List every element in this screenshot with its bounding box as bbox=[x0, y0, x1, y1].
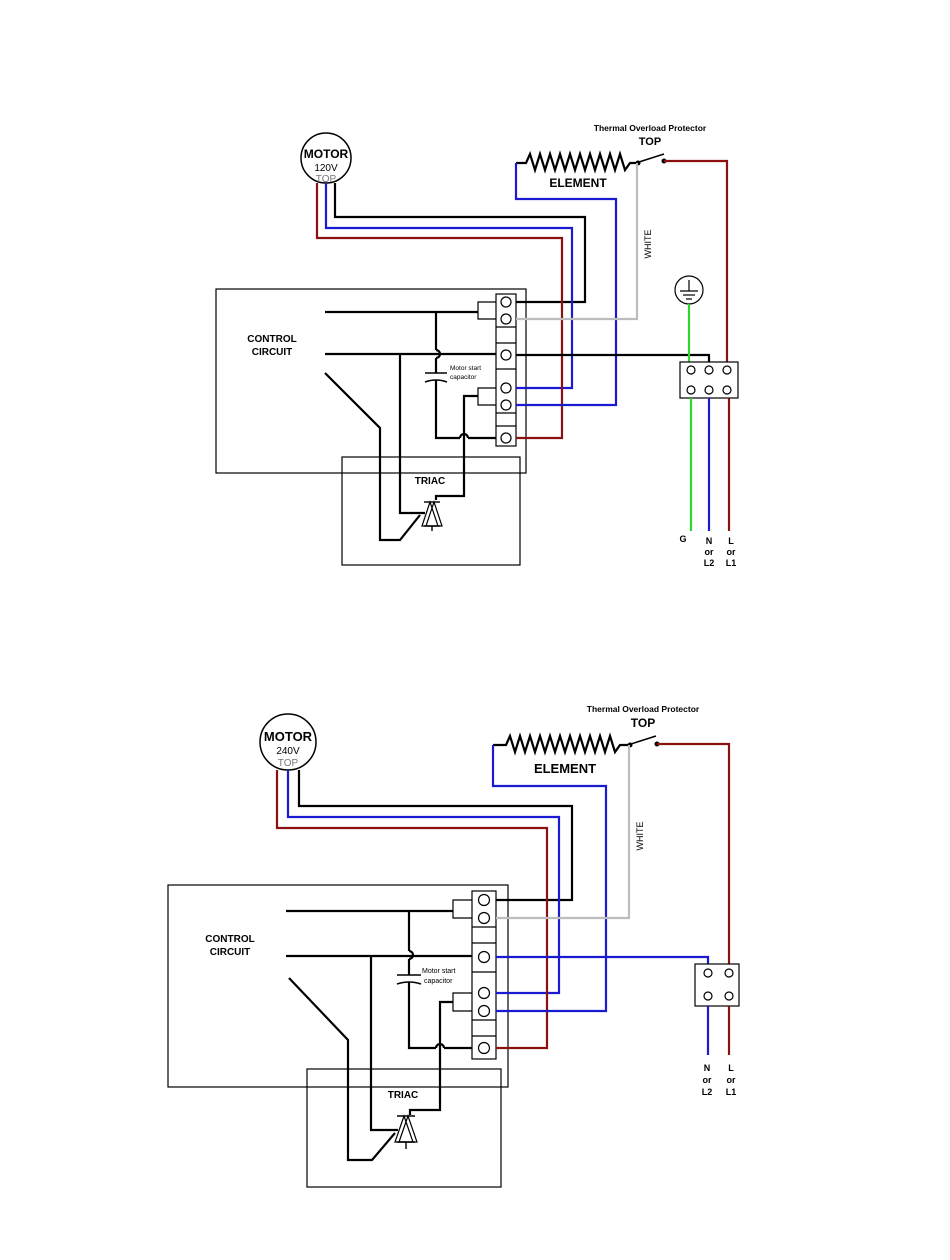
terminal-label-n-or: or bbox=[705, 547, 714, 557]
terminal-label-n-or: or bbox=[703, 1075, 712, 1085]
element-label: ELEMENT bbox=[549, 176, 607, 190]
wire-motor-red bbox=[317, 183, 562, 438]
heating-element bbox=[493, 736, 629, 752]
terminal-strip bbox=[453, 891, 496, 1059]
terminal-label-l2: L2 bbox=[702, 1087, 713, 1097]
terminal-label-l2: L2 bbox=[704, 558, 715, 568]
power-terminal-block bbox=[680, 362, 738, 398]
wire-motor-black bbox=[335, 183, 585, 302]
wire-motor-blue bbox=[326, 183, 572, 388]
top-switch bbox=[631, 736, 656, 744]
diagram-120v: MOTOR 120V TOP Thermal Overload Protecto… bbox=[216, 123, 738, 568]
triac-symbol bbox=[422, 502, 442, 531]
triac-symbol bbox=[395, 1116, 417, 1149]
diagram-240v: MOTOR 240V TOP Thermal Overload Protecto… bbox=[168, 704, 739, 1187]
control-circuit-box bbox=[168, 885, 508, 1087]
terminal-label-n: N bbox=[704, 1063, 711, 1073]
top-protector-title: Thermal Overload Protector bbox=[587, 704, 700, 714]
terminal-label-l1: L1 bbox=[726, 1087, 737, 1097]
motor: MOTOR 120V TOP bbox=[301, 133, 351, 185]
motor-title: MOTOR bbox=[264, 729, 313, 744]
wire-motor-black bbox=[299, 770, 572, 900]
capacitor-label-1: Motor start bbox=[422, 968, 456, 975]
capacitor-label-2: capacitor bbox=[424, 978, 453, 985]
top-switch bbox=[639, 154, 664, 162]
triac-label: TRIAC bbox=[388, 1090, 419, 1101]
top-label: TOP bbox=[639, 136, 661, 148]
heating-element bbox=[516, 154, 637, 170]
terminal-label-l-or: or bbox=[727, 547, 736, 557]
power-terminal-block bbox=[695, 964, 739, 1006]
terminal-label-l-or: or bbox=[727, 1075, 736, 1085]
triac-label: TRIAC bbox=[415, 476, 446, 487]
wire-line-red bbox=[657, 744, 729, 964]
white-label: WHITE bbox=[643, 230, 653, 259]
wire-element-blue bbox=[516, 163, 616, 405]
motor-title: MOTOR bbox=[304, 147, 349, 161]
terminal-label-g: G bbox=[679, 534, 686, 544]
wire-neutral-black bbox=[516, 355, 709, 362]
terminal-label-l: L bbox=[728, 536, 734, 546]
terminal-label-n: N bbox=[706, 536, 713, 546]
motor-voltage: 120V bbox=[314, 163, 338, 174]
terminal-strip bbox=[478, 294, 516, 446]
white-label: WHITE bbox=[635, 822, 645, 851]
capacitor-label-2: capacitor bbox=[450, 374, 477, 381]
terminal-label-l1: L1 bbox=[726, 558, 737, 568]
control-circuit-box bbox=[216, 289, 526, 473]
wire-element-blue bbox=[493, 745, 606, 1011]
wire-line-red bbox=[664, 161, 727, 362]
control-circuit-label-2: CIRCUIT bbox=[210, 947, 251, 958]
element-label: ELEMENT bbox=[534, 761, 596, 776]
top-label: TOP bbox=[631, 716, 655, 730]
motor-voltage: 240V bbox=[276, 746, 300, 757]
top-protector-title: Thermal Overload Protector bbox=[594, 123, 707, 133]
control-circuit-label-2: CIRCUIT bbox=[252, 347, 293, 358]
wire-motor-red bbox=[277, 770, 547, 1048]
motor: MOTOR 240V TOP bbox=[260, 714, 316, 770]
wire-neutral-blue bbox=[496, 957, 708, 964]
control-circuit-label-1: CONTROL bbox=[247, 334, 296, 345]
ground-icon bbox=[675, 276, 703, 304]
terminal-label-l: L bbox=[728, 1063, 734, 1073]
control-circuit-label-1: CONTROL bbox=[205, 934, 254, 945]
motor-top: TOP bbox=[278, 758, 299, 769]
capacitor-label-1: Motor start bbox=[450, 365, 481, 372]
wire-motor-blue bbox=[288, 770, 559, 993]
